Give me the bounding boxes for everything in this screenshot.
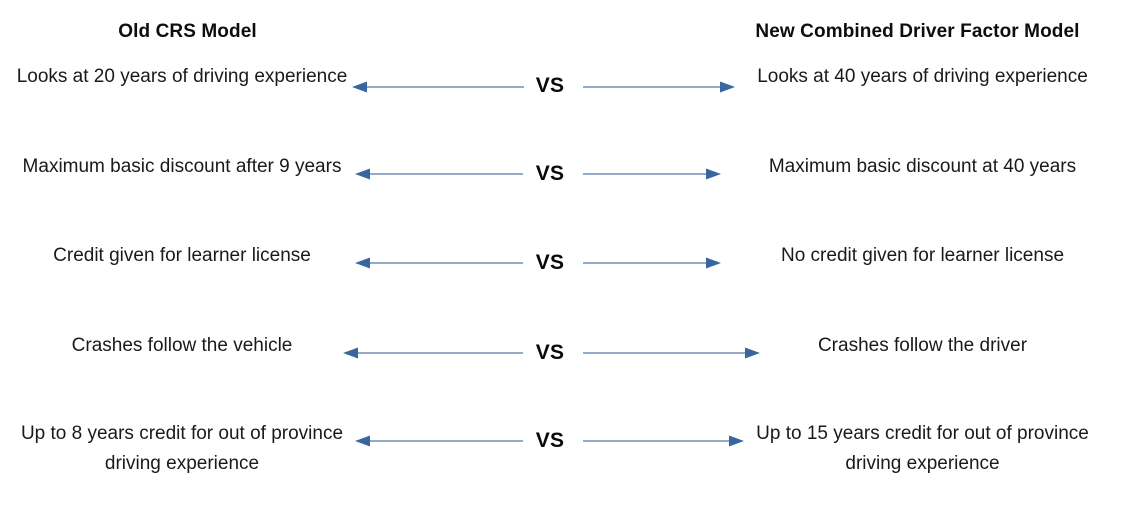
row-left-text: Looks at 20 years of driving experience: [16, 66, 348, 87]
right-arrow-icon: [583, 346, 760, 362]
row-right-text: No credit given for learner license: [780, 245, 1065, 266]
row-right-text: Maximum basic discount at 40 years: [768, 156, 1077, 177]
column-header-left: Old CRS Model: [118, 21, 257, 42]
left-arrow-icon: [352, 80, 524, 96]
vs-label: VS: [535, 74, 565, 97]
left-arrow-icon: [355, 434, 523, 450]
row-left-text: Maximum basic discount after 9 years: [22, 156, 342, 177]
row-right-text: Up to 15 years credit for out of provinc…: [756, 423, 1089, 474]
vs-label: VS: [535, 429, 565, 452]
vs-label: VS: [535, 341, 565, 364]
right-arrow-icon: [583, 167, 721, 183]
right-arrow-icon: [583, 434, 744, 450]
right-arrow-icon: [583, 80, 735, 96]
vs-label: VS: [535, 251, 565, 274]
row-right-text: Looks at 40 years of driving experience: [757, 66, 1088, 87]
vs-label: VS: [535, 162, 565, 185]
left-arrow-icon: [343, 346, 523, 362]
right-arrow-icon: [583, 256, 721, 272]
row-right-text: Crashes follow the driver: [817, 335, 1028, 356]
left-arrow-icon: [355, 256, 523, 272]
left-arrow-icon: [355, 167, 523, 183]
column-header-right: New Combined Driver Factor Model: [755, 21, 1080, 42]
row-left-text: Credit given for learner license: [53, 245, 311, 266]
row-left-text: Crashes follow the vehicle: [71, 335, 293, 356]
row-left-text: Up to 8 years credit for out of province…: [20, 423, 344, 474]
